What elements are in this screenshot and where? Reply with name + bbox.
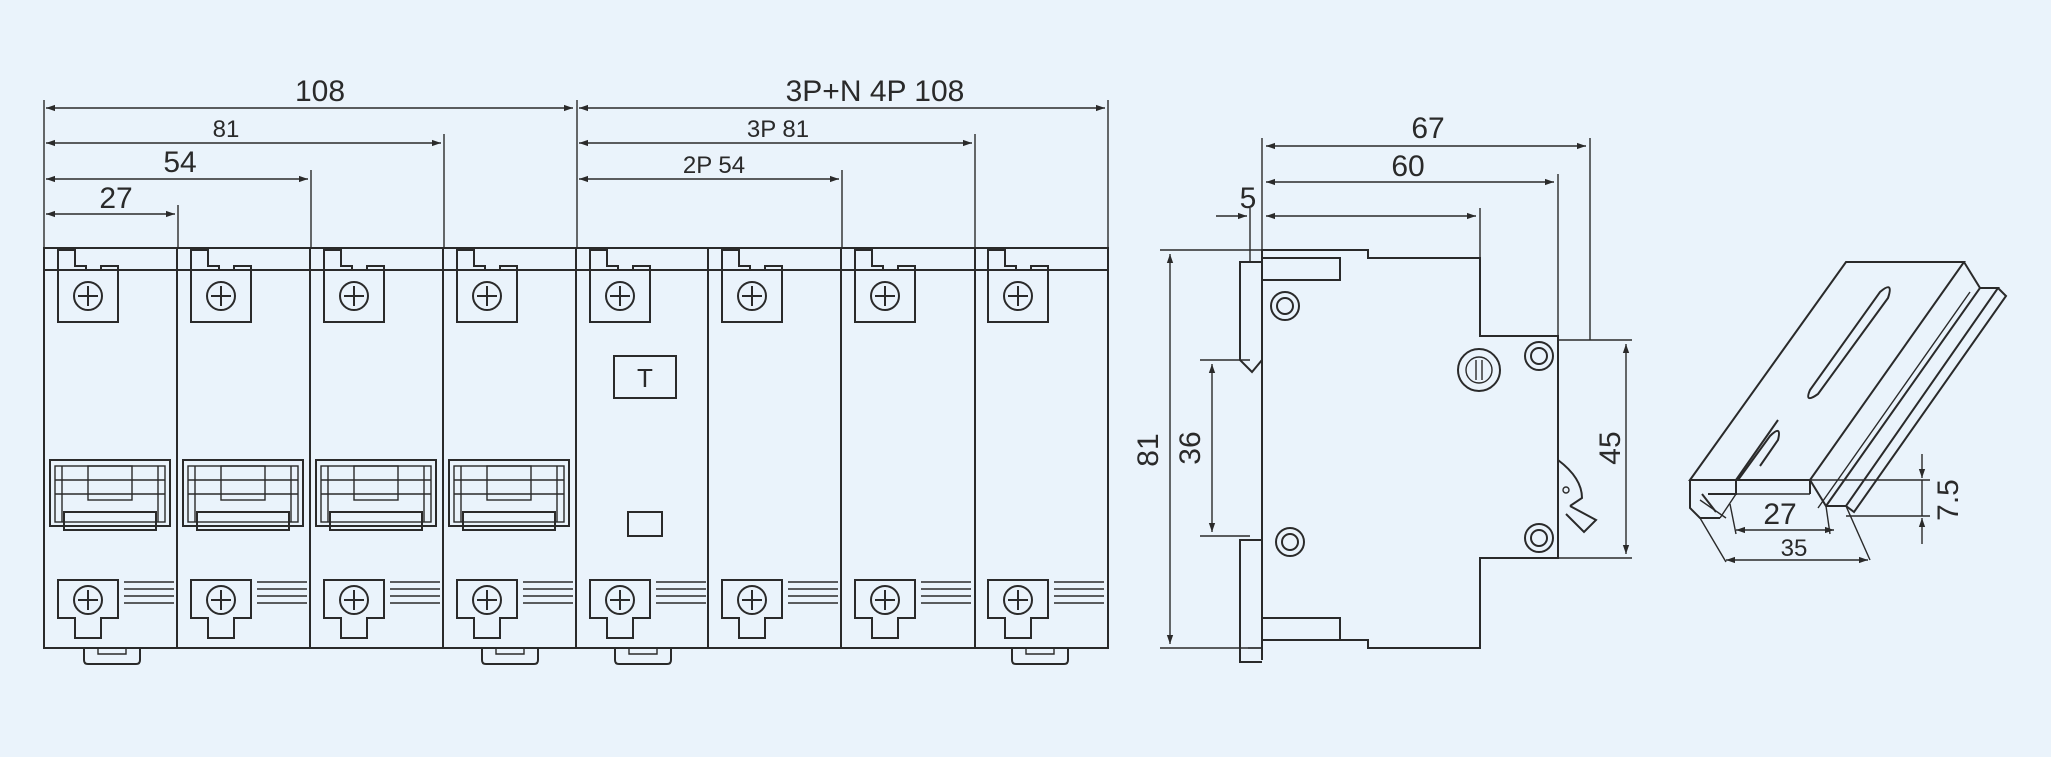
dim-5: 5 [1240,182,1257,215]
rail-dim-27: 27 [1763,498,1796,531]
dim-81-side: 81 [1132,433,1165,466]
dim-45: 45 [1594,431,1627,464]
dim-108: 108 [295,75,345,108]
front-view: T [43,75,1109,665]
dim-3pn-4p-108: 3P+N 4P 108 [786,75,965,108]
dim-60: 60 [1391,150,1424,183]
side-view: 67 60 5 81 36 45 [1132,112,1632,663]
dim-54: 54 [163,146,196,179]
rail-dim-35: 35 [1781,535,1808,562]
dim-36: 36 [1174,431,1207,464]
dim-2p-54: 2P 54 [683,152,745,179]
din-rail-view: 27 35 7.5 [1688,261,2008,564]
dim-27: 27 [99,182,132,215]
rail-dim-7-5: 7.5 [1932,479,1965,521]
indicator-window [627,511,663,537]
test-button-label: T [637,363,653,393]
test-button-box [613,355,677,399]
dim-3p-81: 3P 81 [747,116,809,143]
dim-67: 67 [1411,112,1444,145]
dim-81: 81 [213,116,240,143]
